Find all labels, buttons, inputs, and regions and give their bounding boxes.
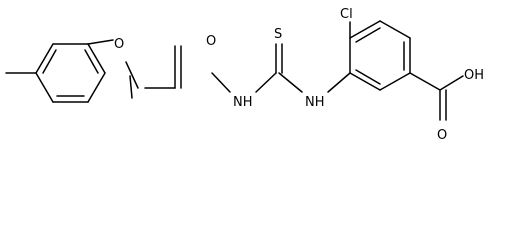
sulfur-label: S: [274, 27, 282, 42]
nh-thiocarbonyl-bond: [255, 72, 277, 93]
carbonyl-nh-bond: [211, 72, 231, 93]
carbonyl-oxygen-label: O: [206, 34, 216, 49]
thiocarbonyl-nh-bond: [278, 72, 303, 93]
ether-oxygen-label: O: [114, 37, 124, 52]
benzoic-ring: [349, 20, 411, 91]
nh-left-label: NH: [233, 95, 253, 110]
nh-aryl-bond: [327, 72, 351, 93]
carboxyl-oxygen-label: O: [437, 128, 447, 143]
o-ch2-bond: [129, 75, 133, 99]
ring-carboxyl-bond: [409, 72, 441, 91]
molecule-structure-diagram: O O NH S NH Cl OH O: [5, 7, 484, 143]
carboxyl-oh-bond: [439, 75, 464, 91]
tolyl-ring: [35, 43, 106, 103]
nh-right-label: NH: [305, 95, 325, 110]
chlorine-label: Cl: [340, 7, 353, 22]
o-ch2-bond-2: [125, 61, 139, 89]
aryl-o-bond: [87, 39, 114, 45]
carboxyl-oh-label: OH: [464, 68, 484, 83]
